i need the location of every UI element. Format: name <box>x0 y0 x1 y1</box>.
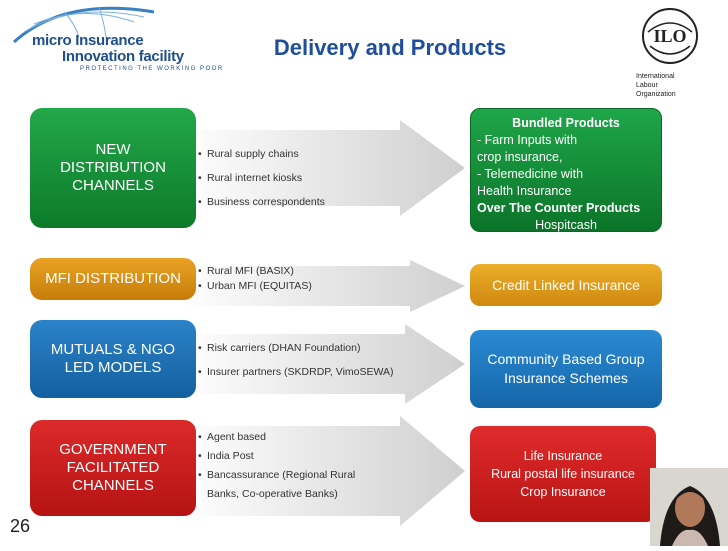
bullet-icon: • <box>198 280 202 292</box>
bullet-text: Rural internet kiosks <box>207 172 303 184</box>
government-channels-box: GOVERNMENT FACILITATED CHANNELS <box>30 420 196 516</box>
ilo-emblem-icon: ILO <box>642 8 698 64</box>
bundled-line: Health Insurance <box>477 184 572 198</box>
bullet-icon: • <box>198 431 202 443</box>
left-box-line: MUTUALS & NGO <box>50 341 176 358</box>
arrow-row-3 <box>180 324 465 404</box>
page-title: Delivery and Products <box>273 35 507 60</box>
bullet-text: Bancassurance (Regional Rural <box>207 469 356 481</box>
bullet-icon: • <box>198 450 202 462</box>
bullet-text: Insurer partners (SKDRDP, VimoSEWA) <box>207 366 394 378</box>
bullets-row-1: • Rural supply chains • Rural internet kio… <box>198 142 325 214</box>
new-distribution-channels-box: NEW DISTRIBUTION CHANNELS <box>30 108 196 228</box>
bundled-bold-line: Over The Counter Products <box>477 201 641 215</box>
ilo-name: International Labour Organization <box>636 72 676 99</box>
bundled-products-box: Bundled Products - Farm Inputs with crop… <box>470 108 662 232</box>
bullet-text: India Post <box>207 450 254 462</box>
bundled-line: - Telemedicine with <box>477 167 584 181</box>
globe-arc-icon <box>12 6 155 44</box>
bullets-row-3: • Risk carriers (DHAN Foundation) • Insure… <box>198 336 394 384</box>
ilo-letters: ILO <box>653 26 686 46</box>
left-box-line: GOVERNMENT <box>59 441 167 458</box>
right-box-line: Life Insurance <box>523 449 603 463</box>
bullet-icon: • <box>198 342 202 354</box>
left-box-line: MFI DISTRIBUTION <box>45 270 181 287</box>
credit-linked-insurance-box: Credit Linked Insurance <box>470 264 662 306</box>
logo-line-2: Innovation facility <box>62 48 184 65</box>
bullet-text: Business correspondents <box>207 196 325 208</box>
life-insurance-box: Life Insurance Rural postal life insuran… <box>470 426 656 522</box>
person-avatar-icon <box>650 468 728 546</box>
right-box-line: Credit Linked Insurance <box>492 277 640 293</box>
bullet-icon: • <box>198 196 202 208</box>
right-box-line: Rural postal life insurance <box>491 467 635 481</box>
speaker-photo <box>650 468 728 546</box>
left-box-line: DISTRIBUTION <box>60 159 166 176</box>
bullet-icon: • <box>198 172 202 184</box>
bundled-line: - Farm Inputs with <box>477 133 578 147</box>
bullet-text: Agent based <box>207 431 266 443</box>
bullet-text: Rural supply chains <box>207 148 299 160</box>
ilo-name-line: International <box>636 73 675 80</box>
ilo-name-line: Labour <box>636 82 658 89</box>
bullet-icon: • <box>198 148 202 160</box>
bullets-row-2: • Rural MFI (BASIX) • Urban MFI (EQUITAS) <box>198 264 312 294</box>
mutuals-ngo-box: MUTUALS & NGO LED MODELS <box>30 320 196 398</box>
ilo-name-line: Organization <box>636 91 676 98</box>
ilo-logo: ILO <box>630 4 726 114</box>
logo-tagline: PROTECTING THE WORKING POOR <box>80 66 224 72</box>
bullet-text: Banks, Co-operative Banks) <box>207 488 338 500</box>
left-box-line: CHANNELS <box>72 177 154 194</box>
bullet-icon: • <box>198 366 202 378</box>
bullets-row-4: • Agent based • India Post • Bancassurance … <box>198 428 355 504</box>
logo-line-1: micro Insurance <box>32 32 144 49</box>
bullet-text: Urban MFI (EQUITAS) <box>207 280 312 292</box>
bullet-icon: • <box>198 469 202 481</box>
right-box-line: Community Based Group <box>487 351 645 367</box>
left-box-line: CHANNELS <box>72 477 154 494</box>
arrow-row-4 <box>180 416 465 526</box>
bundled-last-line: Hospitcash <box>535 218 597 232</box>
bullet-text: Rural MFI (BASIX) <box>207 265 294 277</box>
arrow-row-1 <box>180 120 465 216</box>
bullet-icon: • <box>198 265 202 277</box>
arrow-row-2 <box>180 260 465 312</box>
mfi-distribution-box: MFI DISTRIBUTION <box>30 258 196 300</box>
left-box-line: NEW <box>95 141 131 158</box>
bullet-text: Risk carriers (DHAN Foundation) <box>207 342 361 354</box>
bundled-products-title: Bundled Products <box>512 116 620 130</box>
page-number: 26 <box>10 516 31 536</box>
bundled-line: crop insurance, <box>477 150 563 164</box>
right-box-line: Crop Insurance <box>520 485 606 499</box>
microinsurance-logo <box>4 2 254 72</box>
community-group-schemes-box: Community Based Group Insurance Schemes <box>470 330 662 408</box>
left-box-line: FACILITATED <box>66 459 160 476</box>
left-box-line: LED MODELS <box>64 359 162 376</box>
right-box-line: Insurance Schemes <box>504 370 628 386</box>
